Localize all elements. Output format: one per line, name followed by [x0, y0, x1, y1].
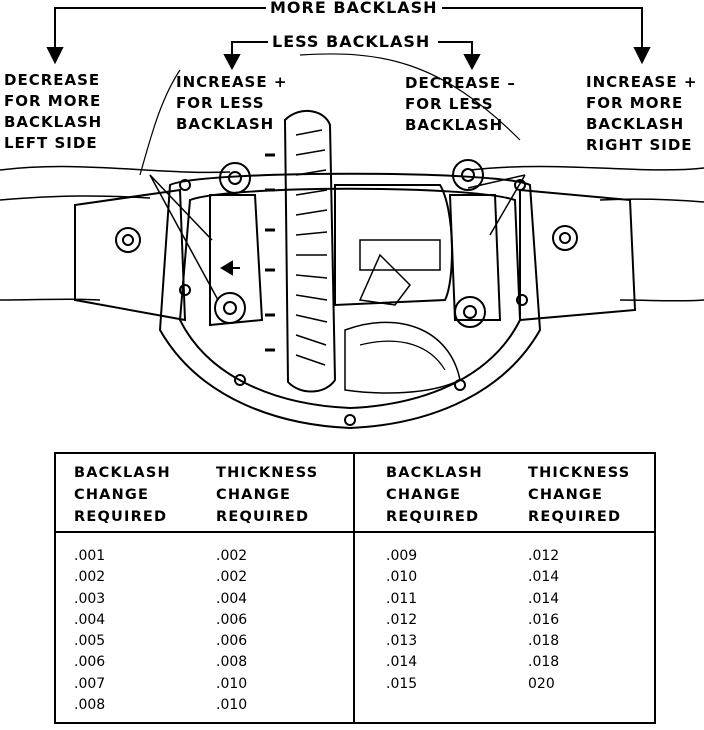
- differential-diagram: [0, 7, 704, 430]
- right-increase-label: INCREASE + FOR MORE BACKLASH RIGHT SIDE: [586, 73, 698, 154]
- left-increase-label: INCREASE + FOR LESS BACKLASH: [176, 73, 288, 133]
- column-thickness-right: .012 .014 .014 .016 .018 .018 020: [528, 546, 559, 695]
- table-cell: .012: [528, 548, 560, 564]
- table-cell: .011: [386, 590, 418, 607]
- left-adjuster-bottom: [214, 292, 246, 324]
- table-cell: .007: [74, 675, 106, 692]
- left-decrease-label: DECREASE FOR MORE BACKLASH LEFT SIDE: [4, 71, 103, 152]
- table-cell: .004: [74, 611, 106, 628]
- table-cell: .018: [528, 633, 560, 650]
- table-cell: .014: [528, 569, 560, 586]
- table-cell: .012: [386, 611, 418, 628]
- ring-gear: [265, 110, 337, 393]
- table-cell: .015: [386, 675, 418, 692]
- table-cell: .002: [216, 548, 248, 564]
- table-cell: .003: [74, 590, 106, 607]
- header-backlash-left: BACKLASH CHANGE REQUIRED: [74, 465, 171, 525]
- table-cell: .008: [74, 697, 106, 714]
- table-cell: .014: [386, 654, 418, 671]
- table-cell: .001: [74, 548, 106, 564]
- table-cell: .002: [74, 569, 106, 586]
- table-cell: .016: [528, 611, 560, 628]
- table-cell: .010: [386, 569, 418, 586]
- table-cell: .006: [74, 654, 106, 671]
- header-backlash-right: BACKLASH CHANGE REQUIRED: [386, 465, 483, 525]
- backlash-shim-table: BACKLASH CHANGE REQUIRED THICKNESS CHANG…: [54, 452, 656, 724]
- column-backlash-right: .009 .010 .011 .012 .013 .014 .015: [386, 546, 417, 695]
- column-backlash-left: .001 .002 .003 .004 .005 .006 .007 .008: [74, 546, 105, 716]
- less-backlash-arrow: [223, 41, 481, 71]
- more-backlash-label: MORE BACKLASH: [266, 0, 442, 18]
- table-cell: .010: [216, 697, 248, 714]
- right-adjuster-top: [452, 159, 484, 191]
- table-cell: .018: [528, 654, 560, 671]
- table-cell: .006: [216, 633, 248, 650]
- right-decrease-label: DECREASE – FOR LESS BACKLASH: [405, 74, 516, 134]
- header-thickness-left: THICKNESS CHANGE REQUIRED: [216, 465, 319, 525]
- table-cell: .013: [386, 633, 418, 650]
- table-cell: .005: [74, 633, 106, 650]
- table-cell: .014: [528, 590, 560, 607]
- table-header-rule: [56, 531, 654, 533]
- table-cell: .009: [386, 548, 418, 564]
- left-adjuster-top: [219, 162, 251, 194]
- right-adjuster-bottom: [454, 296, 486, 328]
- header-thickness-right: THICKNESS CHANGE REQUIRED: [528, 465, 631, 525]
- table-cell: 020: [528, 675, 555, 692]
- table-divider: [353, 454, 355, 722]
- table-cell: .006: [216, 611, 248, 628]
- column-thickness-left: .002 .002 .004 .006 .006 .008 .010 .010: [216, 546, 247, 716]
- less-backlash-label: LESS BACKLASH: [268, 31, 435, 52]
- table-cell: .008: [216, 654, 248, 671]
- more-backlash-arrow: [46, 7, 651, 65]
- table-cell: .010: [216, 675, 248, 692]
- table-cell: .004: [216, 590, 248, 607]
- table-cell: .002: [216, 569, 248, 586]
